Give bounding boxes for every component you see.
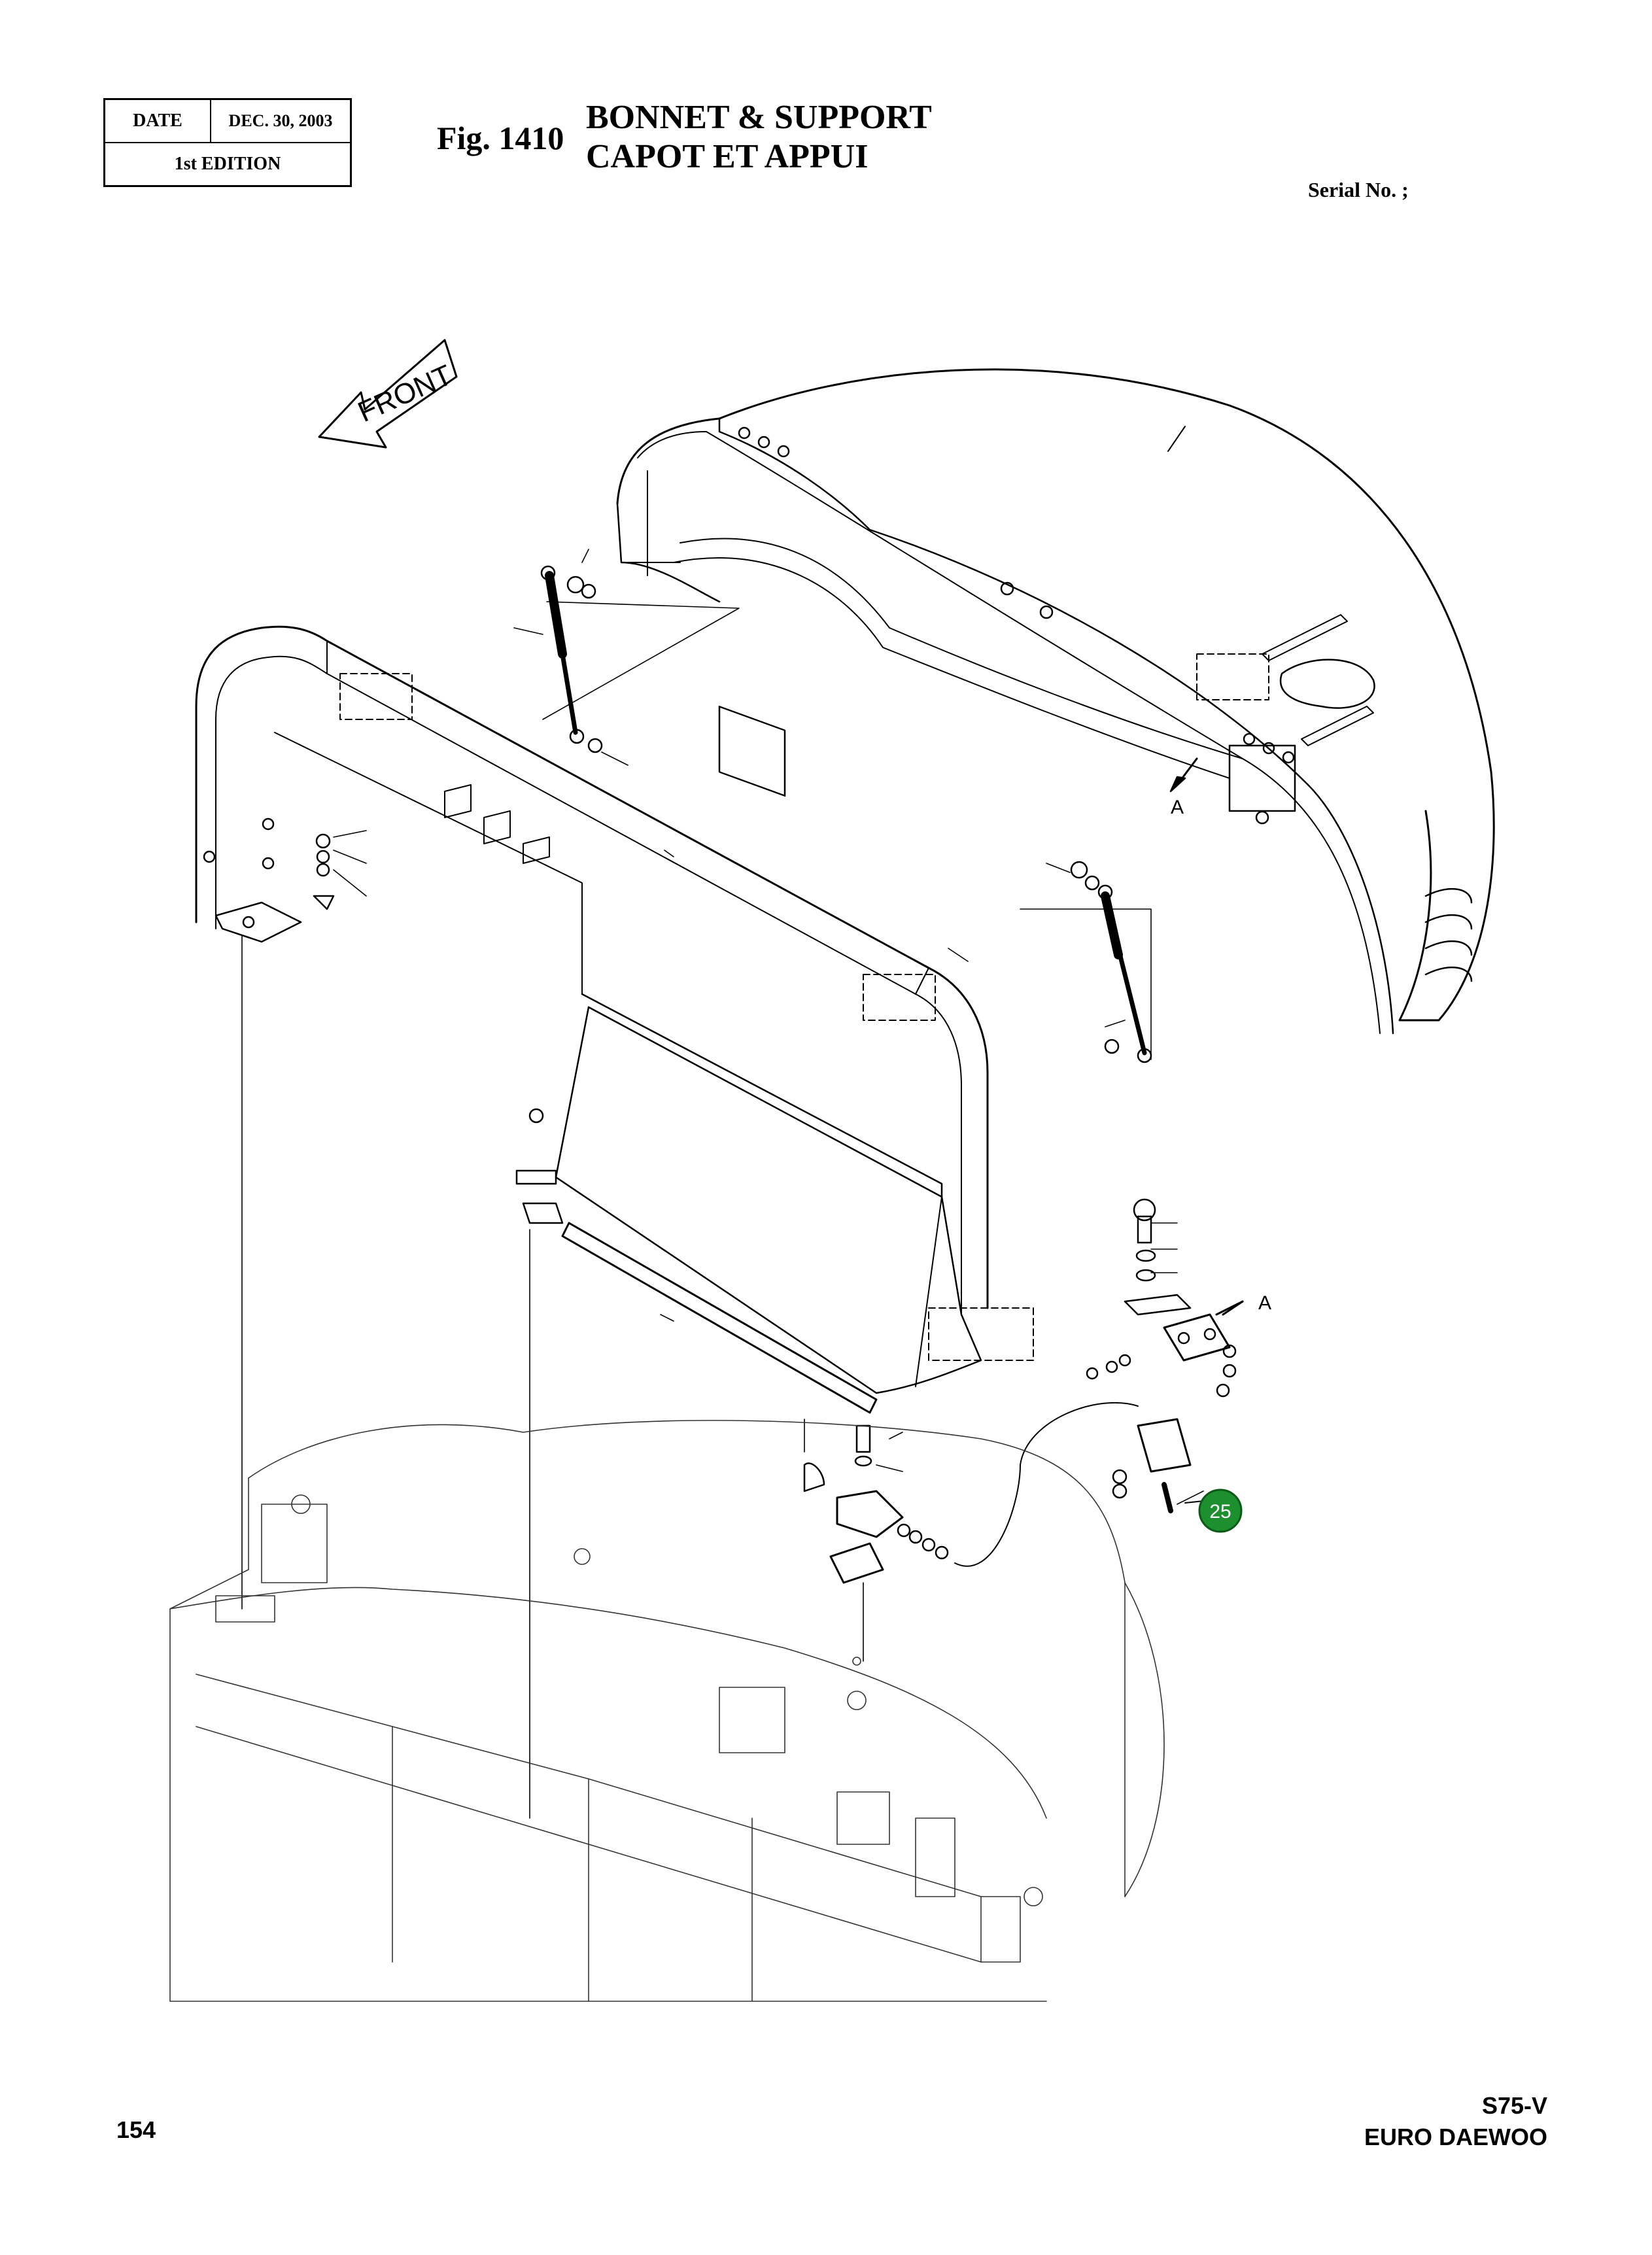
callout-25: 25 (1184, 1489, 1243, 1533)
serial-number-label: Serial No. ; (1308, 178, 1409, 201)
date-label: DATE (105, 100, 211, 142)
view-marker-a-upper: A (1169, 757, 1198, 818)
view-marker-a-lower-label: A (1258, 1292, 1271, 1314)
view-marker-a-lower: A (1215, 1292, 1271, 1316)
figure-number: Fig. 1410 (437, 120, 564, 156)
cover-panel (555, 993, 1034, 1414)
front-arrow-label: FRONT (353, 359, 456, 428)
callout-25-label: 25 (1209, 1501, 1231, 1523)
latch-assembly (1086, 1198, 1244, 1513)
left-fasteners (313, 833, 564, 1224)
machine-upper-structure (169, 1420, 1165, 2002)
striker-bracket (803, 1402, 1139, 1584)
edition-box-row: DATE DEC. 30, 2003 (105, 100, 350, 143)
figure-title-english: BONNET & SUPPORT (586, 99, 932, 136)
figure-title-french: CAPOT ET APPUI (586, 138, 869, 175)
front-support-frame (195, 625, 989, 1315)
edition-label: 1st EDITION (174, 154, 281, 174)
view-marker-a-upper-label: A (1171, 797, 1184, 818)
gas-spring-right (1020, 861, 1152, 1063)
rear-bonnet (616, 368, 1495, 1035)
brand-name: EURO DAEWOO (1364, 2124, 1547, 2150)
page-number: 154 (116, 2116, 156, 2143)
gas-spring-left (540, 565, 740, 753)
date-value: DEC. 30, 2003 (228, 111, 333, 130)
model-name: S75-V (1481, 2092, 1547, 2119)
model-block: S75-V EURO DAEWOO (1364, 2090, 1547, 2153)
leader-lines (241, 549, 1204, 1819)
front-arrow: FRONT (318, 339, 458, 449)
edition-box: DATE DEC. 30, 2003 1st EDITION (103, 98, 352, 187)
